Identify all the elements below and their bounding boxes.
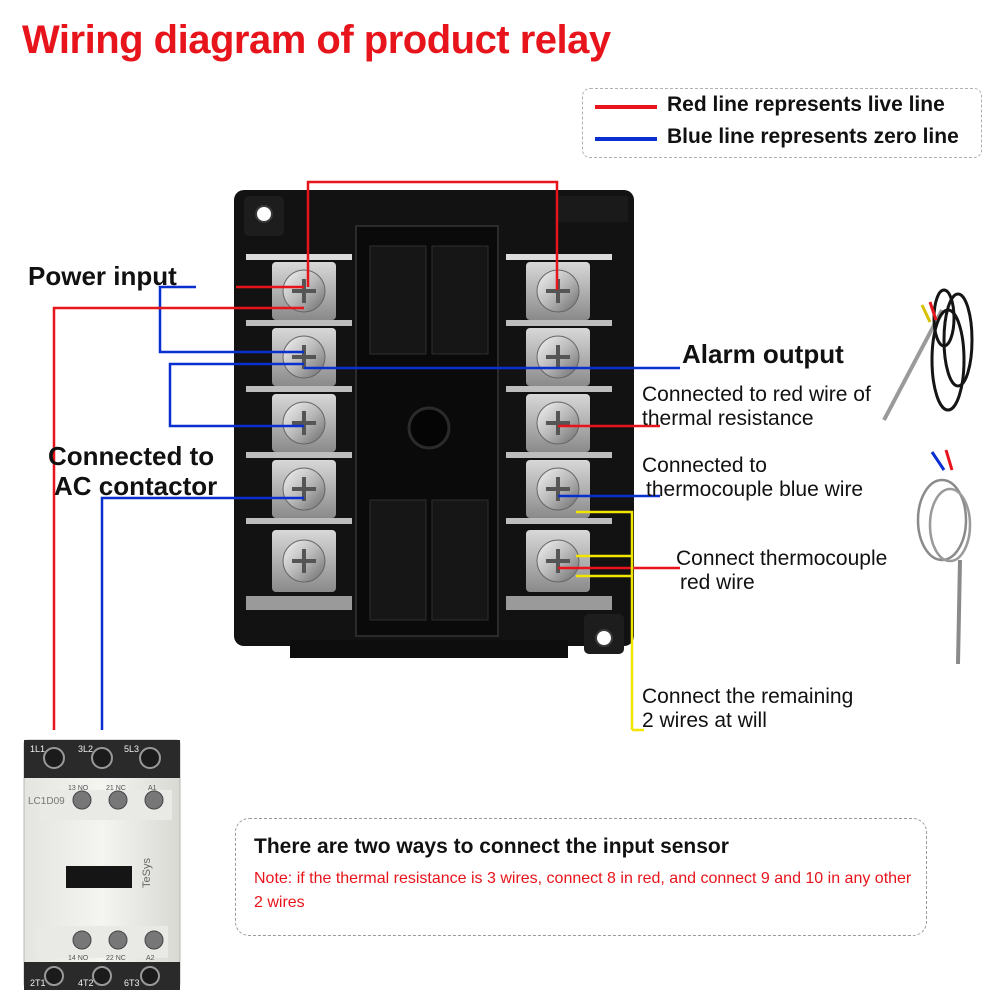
contactor-model: LC1D09 (28, 796, 65, 807)
thermal-resistance-icon (882, 288, 974, 421)
contactor-bottom-aux-1: 14 NO (68, 955, 89, 962)
contactor-brand: TeSys (141, 858, 153, 888)
wire-zero-power (158, 285, 304, 354)
wire-sensor-a (576, 510, 634, 730)
note-title: There are two ways to connect the input … (254, 835, 729, 858)
label-tc-blue-1: Connected to (642, 454, 767, 477)
label-tc-blue-2: thermocouple blue wire (646, 478, 864, 501)
wire-zero-t3 (168, 362, 304, 428)
wire-live-contactor (52, 306, 304, 730)
contactor-top-3: 5L3 (124, 744, 139, 754)
contactor-top-2: 3L2 (78, 744, 93, 754)
terminal-left-2 (272, 328, 336, 386)
contactor-bottom-aux-2: 22 NC (106, 955, 126, 962)
legend-red-label: Red line represents live line (667, 93, 945, 116)
terminal-left-5 (272, 530, 336, 592)
terminal-right-9 (526, 460, 590, 518)
contactor-bottom-2: 4T2 (78, 978, 94, 988)
label-power-input: Power input (28, 261, 177, 291)
label-remaining-2: 2 wires at will (642, 709, 767, 732)
contactor-aux-2: 21 NC (106, 785, 126, 792)
contactor-aux-3: A1 (148, 785, 157, 792)
terminal-right-7 (526, 328, 590, 386)
label-alarm-output: Alarm output (682, 339, 844, 369)
legend-red-swatch (595, 105, 657, 109)
label-thermal-red-1: Connected to red wire of (642, 383, 871, 406)
label-remaining-1: Connect the remaining (642, 685, 854, 708)
contactor-bottom-aux-3: A2 (146, 955, 155, 962)
label-thermal-red-2: thermal resistance (642, 407, 814, 430)
legend-blue-swatch (595, 137, 657, 141)
wires (52, 180, 680, 732)
contactor-aux-1: 13 NO (68, 785, 89, 792)
terminal-right-8 (526, 394, 590, 452)
wire-live-alarm (306, 180, 559, 290)
contactor-top-1: 1L1 (30, 744, 45, 754)
terminal-left-4 (272, 460, 336, 518)
label-ac-contactor-2: AC contactor (54, 471, 218, 501)
note-text: Note: if the thermal resistance is 3 wir… (254, 870, 912, 911)
contactor-bottom-1: 2T1 (30, 978, 46, 988)
terminal-right-6 (526, 262, 590, 320)
legend: Red line represents live line Blue line … (582, 88, 982, 158)
label-tc-red-2: red wire (680, 571, 755, 594)
page-title: Wiring diagram of product relay (22, 18, 611, 62)
label-tc-red-1: Connect thermocouple (676, 547, 888, 570)
wire-zero-contactor (100, 496, 304, 730)
note-box: There are two ways to connect the input … (235, 818, 927, 936)
legend-blue-label: Blue line represents zero line (667, 125, 959, 148)
contactor-bottom-3: 6T3 (124, 978, 140, 988)
thermocouple-icon (916, 449, 972, 665)
label-ac-contactor-1: Connected to (48, 441, 215, 471)
terminal-right-10 (526, 530, 590, 592)
ac-contactor: 1L1 3L2 5L3 13 NO 21 NC A1 LC1D09 TeSys … (23, 739, 181, 990)
terminal-left-3 (272, 394, 336, 452)
terminal-left-1 (272, 262, 336, 320)
